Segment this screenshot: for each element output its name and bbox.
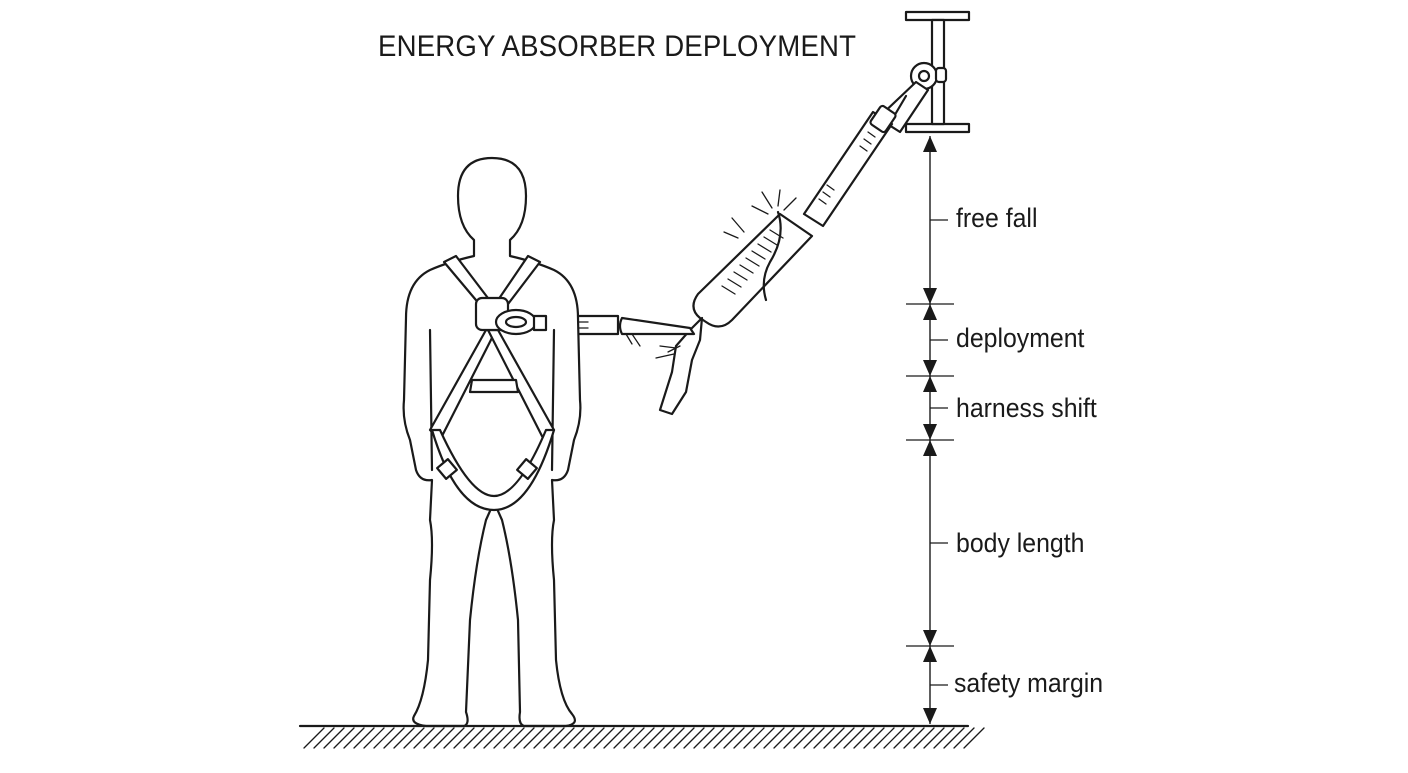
diagram-title: ENERGY ABSORBER DEPLOYMENT: [378, 30, 857, 63]
label-body-length: body length: [956, 528, 1085, 558]
label-harness-shift: harness shift: [956, 393, 1097, 423]
label-free-fall: free fall: [956, 203, 1038, 233]
arrowhead-up-deployment: [923, 304, 937, 320]
clearance-dimensions: [906, 136, 954, 724]
arrowhead-up-body-length: [923, 440, 937, 456]
arrowhead-down-deployment: [923, 360, 937, 376]
label-deployment: deployment: [956, 323, 1085, 353]
ground-hatch-icon: [298, 724, 985, 749]
arrowhead-down-harness-shift: [923, 424, 937, 440]
arrowhead-up-free-fall: [923, 136, 937, 152]
arrowhead-up-harness-shift: [923, 376, 937, 392]
lanyard-upper: [802, 104, 897, 228]
harnessed-worker-icon: [402, 156, 582, 728]
arrowhead-down-safety-margin: [923, 708, 937, 724]
arrowhead-down-body-length: [923, 630, 937, 646]
arrowhead-down-free-fall: [923, 288, 937, 304]
energy-absorber-pack-icon: [692, 189, 814, 328]
harness: [428, 254, 556, 512]
label-safety-margin: safety margin: [954, 668, 1104, 698]
torn-webbing: [655, 316, 704, 416]
arrowhead-up-safety-margin: [923, 646, 937, 662]
